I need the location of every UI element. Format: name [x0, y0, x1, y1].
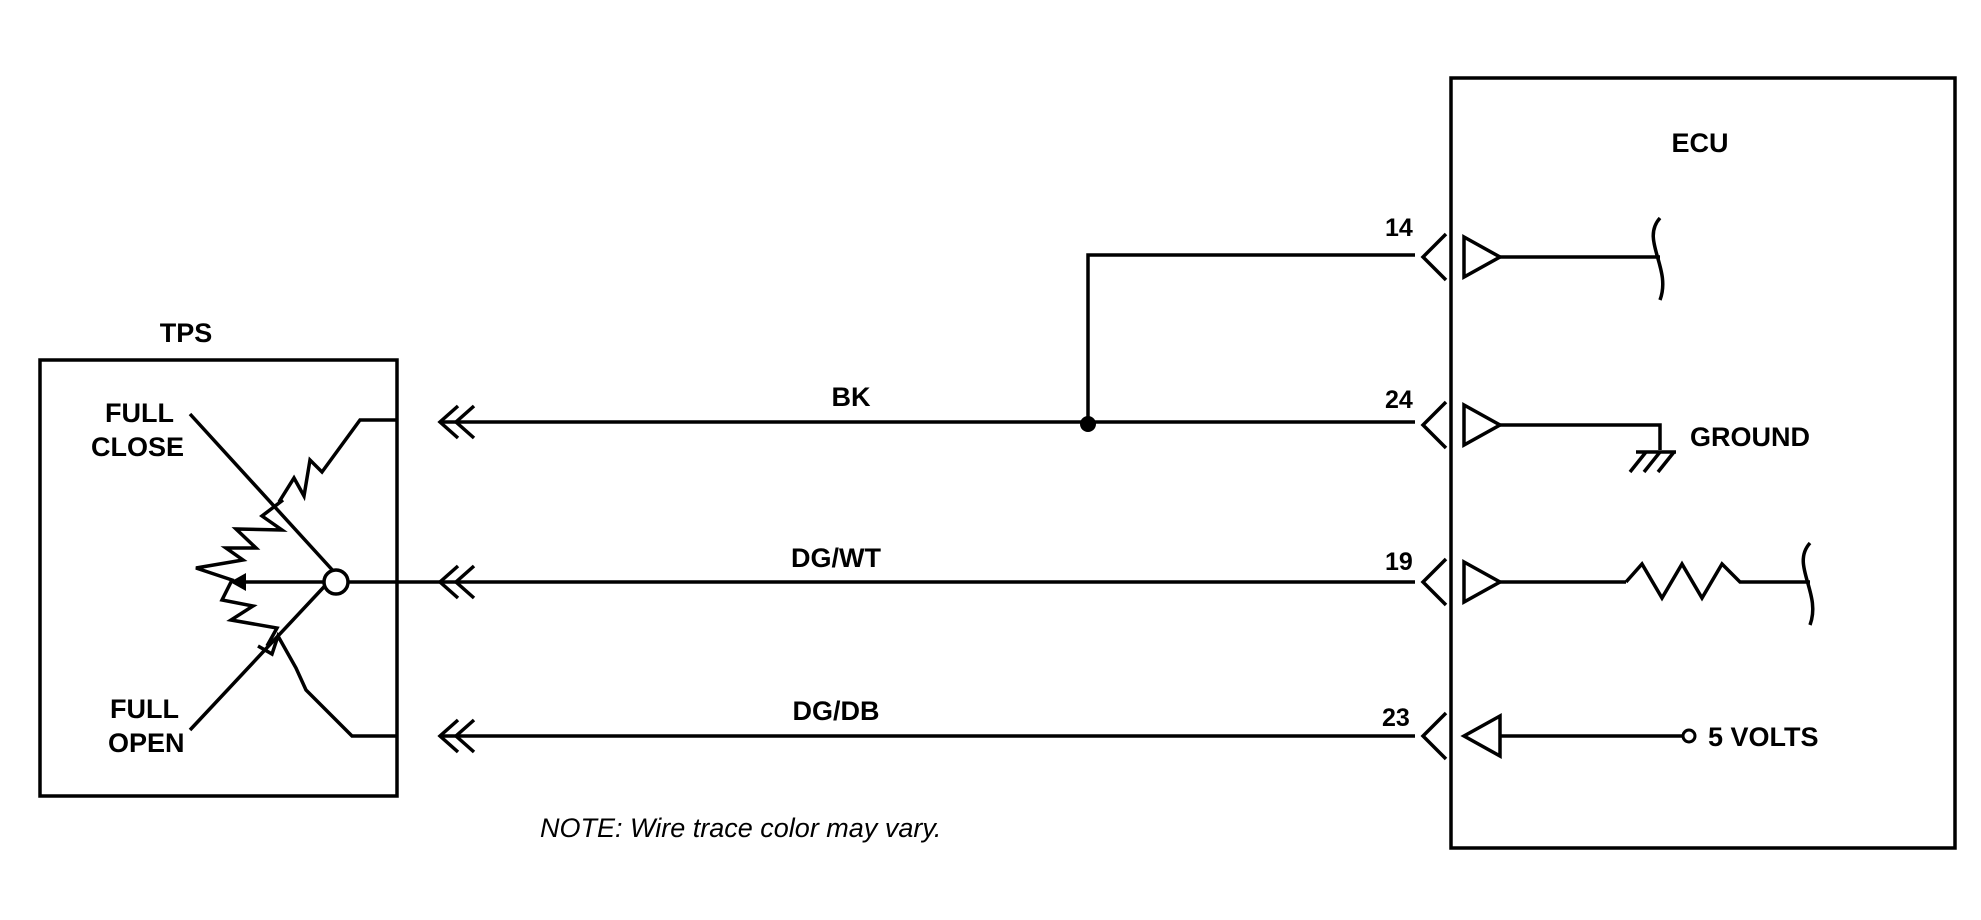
pin-23-triangle — [1460, 713, 1502, 759]
pin-14-connector — [1420, 232, 1448, 282]
wire-bk-label: BK — [832, 382, 871, 412]
pin-19-connector — [1420, 557, 1448, 607]
pin-24-label: 24 — [1385, 386, 1413, 414]
pin-14-open-end — [1651, 216, 1665, 301]
full-close-label-line1: FULL — [105, 398, 174, 428]
five-volts-terminal — [1681, 728, 1697, 744]
wire-dg-wt-label: DG/WT — [791, 543, 881, 573]
full-open-label-line2: OPEN — [108, 728, 185, 758]
pin-14-triangle — [1462, 234, 1504, 280]
potentiometer-resistor — [195, 498, 288, 647]
pin-24-line — [1500, 423, 1662, 450]
ground-hatch-3 — [1656, 450, 1676, 474]
ground-label: GROUND — [1690, 422, 1810, 452]
full-close-label-line2: CLOSE — [91, 432, 184, 462]
pin-14-label: 14 — [1385, 214, 1413, 242]
wire-bk-branch-pin14 — [1086, 253, 1415, 424]
lower-resistor-leg — [257, 631, 397, 738]
pin-19-pullup-resistor — [1624, 560, 1810, 602]
ecu-label: ECU — [1671, 128, 1728, 158]
full-close-pointer-line — [188, 412, 338, 576]
tps-box — [38, 358, 399, 798]
pin-19-triangle — [1462, 559, 1504, 605]
pin-19-label: 19 — [1385, 548, 1413, 576]
five-volts-label: 5 VOLTS — [1708, 722, 1819, 752]
ecu-component: ECU 14 24 GROUND 19 23 5 VOLTS — [1382, 76, 1957, 850]
ground-hatch-1 — [1628, 450, 1648, 474]
wire-color-note: NOTE: Wire trace color may vary. — [540, 813, 941, 843]
wiper-arrowhead — [230, 573, 246, 591]
tps-label: TPS — [160, 318, 213, 348]
wiring-harness: BK DG/WT DG/DB — [348, 253, 1415, 754]
tps-component: TPS FULL CLOSE FULL OPEN — [38, 318, 399, 798]
pin-23-label: 23 — [1382, 704, 1410, 732]
full-open-pointer-line — [188, 572, 338, 732]
wire-dg-db-label: DG/DB — [793, 696, 880, 726]
pin-19-open-end — [1801, 541, 1815, 626]
pin-24-connector — [1420, 400, 1448, 450]
wiper-terminal-circle — [322, 568, 350, 596]
pin-24-triangle — [1462, 402, 1504, 448]
ecu-box — [1449, 76, 1957, 850]
ground-hatch-2 — [1642, 450, 1662, 474]
full-open-label-line1: FULL — [110, 694, 179, 724]
pin-23-connector — [1420, 711, 1448, 761]
upper-resistor-leg — [277, 418, 397, 503]
